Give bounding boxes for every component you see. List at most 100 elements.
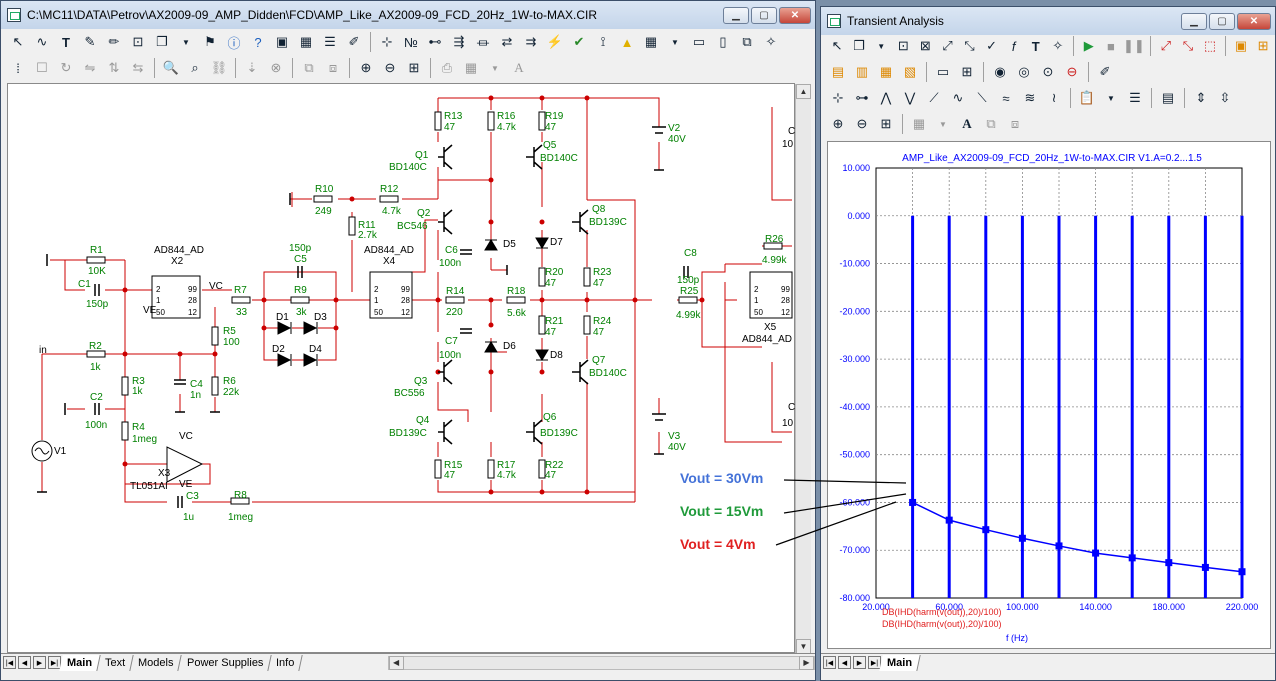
calc-icon[interactable]: ▤ (1161, 90, 1175, 105)
link-icon[interactable]: ⛓ (210, 60, 228, 75)
next-tab-button[interactable]: ▶ (33, 656, 46, 669)
text-icon[interactable]: T (1031, 38, 1040, 54)
transient-maximize-button[interactable]: ▢ (1209, 13, 1235, 30)
grid-icon[interactable]: ⊞ (961, 64, 973, 79)
window-icon[interactable]: ⧉ (742, 34, 752, 49)
pen-icon[interactable]: ✏ (108, 34, 120, 49)
tab-power-supplies[interactable]: Power Supplies (179, 654, 272, 671)
model-icon[interactable]: ▣ (275, 34, 289, 49)
help-icon[interactable]: ? (254, 34, 262, 50)
dropdown-icon[interactable]: ▼ (877, 41, 886, 51)
info-icon[interactable]: ⓘ (227, 35, 241, 51)
zoom-in-icon[interactable]: ⊕ (832, 116, 844, 131)
close-button[interactable]: ✕ (779, 7, 811, 24)
zoom-out-icon[interactable]: ⊖ (856, 116, 868, 131)
run-icon[interactable]: ▶ (1083, 38, 1094, 53)
tangent-icon[interactable]: ⤡ (964, 38, 975, 53)
cursor-icon[interactable]: ⤢ (942, 38, 953, 53)
print-icon[interactable]: ⎙ (441, 60, 453, 75)
tiles-icon[interactable]: ▦ (464, 60, 478, 75)
probe-icon[interactable]: ⟟ (600, 34, 606, 49)
tab-text[interactable]: Text (97, 654, 134, 671)
transient-close-button[interactable]: ✕ (1237, 13, 1271, 30)
zoom-b-icon[interactable]: ◎ (1018, 64, 1030, 79)
page-icon[interactable]: ▭ (692, 34, 706, 49)
scroll-right-button[interactable]: ▶ (799, 655, 814, 670)
component-icon[interactable]: ⊡ (132, 34, 144, 49)
properties-icon[interactable]: ✧ (1052, 38, 1064, 53)
plot-area[interactable]: AMP_Like_AX2009-09_FCD_20Hz_1W-to-MAX.CI… (827, 141, 1271, 649)
resistor-icon[interactable]: ⏛ (476, 35, 490, 51)
edit-icon[interactable]: ✐ (348, 34, 360, 49)
zoom-in-icon[interactable]: ⊕ (360, 60, 372, 75)
flip-v-icon[interactable]: ⇅ (108, 60, 120, 75)
schematic-horizontal-scrollbar[interactable]: ◀ ▶ (387, 655, 815, 670)
copy-plot-icon[interactable]: ❐ (853, 38, 865, 53)
warning-icon[interactable]: ▲ (620, 34, 634, 50)
rotate-icon[interactable]: ↻ (60, 60, 72, 75)
ungroup-icon[interactable]: ⧈ (328, 60, 338, 75)
clipboard-icon[interactable]: 📋 (1078, 90, 1096, 105)
next-tab-button[interactable]: ▶ (853, 656, 866, 669)
transient-minimize-button[interactable]: ▁ (1181, 13, 1207, 30)
pin-icon[interactable]: ⊷ (428, 34, 442, 49)
wave2-icon[interactable]: ≋ (1024, 90, 1036, 105)
node-icon[interactable]: ⊹ (381, 34, 393, 49)
zoom-fit-icon[interactable]: ⊞ (880, 116, 892, 131)
numbers-icon[interactable]: № (404, 34, 418, 50)
dropdown-icon[interactable]: ▼ (939, 119, 947, 129)
pause-icon[interactable]: ❚❚ (1123, 38, 1145, 53)
formula-icon[interactable]: f (1011, 38, 1016, 54)
tile-icon[interactable]: ▦ (644, 34, 658, 49)
scale2-icon[interactable]: ⊠ (919, 38, 931, 53)
marker2-icon[interactable]: ⤡ (1182, 38, 1194, 53)
list-icon[interactable]: ☰ (1129, 90, 1141, 105)
point-icon[interactable]: ✓ (986, 38, 998, 53)
inflect-icon[interactable]: ∿ (952, 90, 964, 105)
group-icon[interactable]: ⧉ (986, 116, 996, 131)
scroll-down-button[interactable]: ▼ (796, 639, 811, 654)
valley-icon[interactable]: ⊶ (855, 90, 869, 105)
select-icon[interactable]: ↖ (831, 38, 843, 53)
zoom-a-icon[interactable]: ◉ (994, 64, 1006, 79)
fit-icon[interactable]: ⇕ (1195, 90, 1207, 105)
wave3-icon[interactable]: ≀ (1051, 90, 1057, 105)
stop-icon[interactable]: ■ (1106, 38, 1115, 54)
draw-icon[interactable]: ✎ (84, 34, 96, 49)
box2-icon[interactable]: ⊞ (1257, 38, 1269, 53)
schematic-canvas[interactable]: R1 10K C1 150p R2 1k C2 100n R3 1k R4 1m… (7, 83, 795, 653)
scroll-up-button[interactable]: ▲ (796, 84, 811, 99)
first-tab-button[interactable]: |◀ (823, 656, 836, 669)
find-next-icon[interactable]: ⌕ (191, 60, 199, 75)
ungroup-icon[interactable]: ⧈ (1010, 116, 1020, 131)
peak-icon[interactable]: ⊹ (832, 90, 844, 105)
maximize-button[interactable]: ▢ (751, 7, 777, 24)
dropdown-3-icon[interactable]: ▼ (491, 63, 499, 73)
flip-h-icon[interactable]: ⇋ (84, 60, 96, 75)
scroll-left-button[interactable]: ◀ (388, 655, 404, 670)
edit-icon[interactable]: ✐ (1099, 64, 1111, 79)
flow-icon[interactable]: ⇶ (453, 34, 465, 49)
box-icon[interactable]: ▣ (1234, 38, 1248, 53)
prev-tab-button[interactable]: ◀ (18, 656, 31, 669)
dropdown-2-icon[interactable]: ▼ (671, 37, 679, 47)
box-icon[interactable]: ☐ (36, 60, 48, 75)
properties-icon[interactable]: ✧ (765, 34, 777, 49)
tab-main[interactable]: Main (879, 654, 921, 671)
list-icon[interactable]: ☰ (324, 34, 336, 49)
zoom-fit-icon[interactable]: ⊞ (408, 60, 420, 75)
marker3-icon[interactable]: ⬚ (1203, 38, 1217, 53)
snap-icon[interactable]: ⁞ (16, 60, 20, 76)
grid-icon[interactable]: ▦ (299, 34, 313, 49)
high-icon[interactable]: ⋀ (880, 90, 892, 105)
cancel-icon[interactable]: ⊗ (270, 60, 282, 75)
zoom-c-icon[interactable]: ⊙ (1042, 64, 1054, 79)
zoom-d-icon[interactable]: ⊖ (1066, 64, 1078, 79)
table3-icon[interactable]: ▦ (879, 64, 893, 79)
find-icon[interactable]: 🔍 (162, 60, 180, 75)
copy-icon[interactable]: ❐ (156, 34, 168, 49)
wire-icon[interactable]: ∿ (36, 34, 48, 49)
check-icon[interactable]: ✔ (573, 34, 585, 49)
page2-icon[interactable]: ▯ (719, 34, 727, 49)
slope-icon[interactable]: ⟋ (929, 90, 939, 105)
